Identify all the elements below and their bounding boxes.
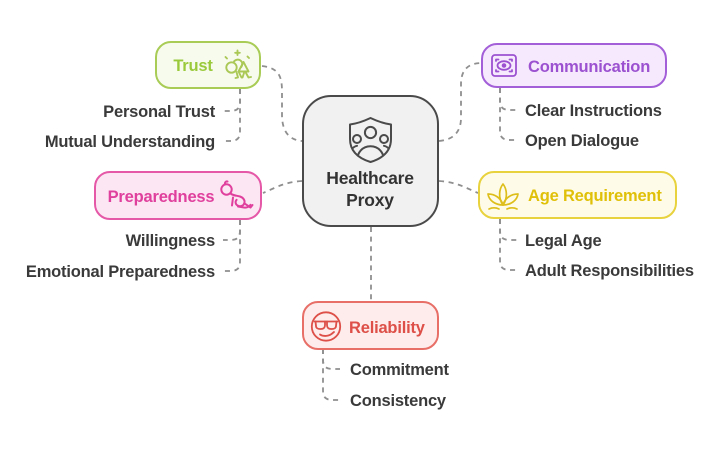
svg-text:Clear Instructions: Clear Instructions — [525, 102, 662, 120]
svg-text:Proxy: Proxy — [346, 190, 394, 210]
svg-text:Communication: Communication — [528, 58, 650, 76]
svg-text:Preparedness: Preparedness — [108, 188, 215, 206]
svg-text:Consistency: Consistency — [350, 392, 447, 410]
svg-text:Trust: Trust — [173, 57, 213, 75]
svg-text:Personal Trust: Personal Trust — [103, 103, 216, 121]
svg-text:Legal Age: Legal Age — [525, 232, 601, 250]
svg-text:Emotional Preparedness: Emotional Preparedness — [26, 263, 215, 281]
svg-text:Mutual Understanding: Mutual Understanding — [45, 133, 215, 151]
svg-text:Age Requirement: Age Requirement — [528, 187, 662, 205]
svg-text:Reliability: Reliability — [349, 319, 426, 337]
svg-text:Healthcare: Healthcare — [326, 168, 414, 188]
svg-text:Willingness: Willingness — [126, 232, 215, 250]
svg-text:Adult Responsibilities: Adult Responsibilities — [525, 262, 694, 280]
svg-text:Commitment: Commitment — [350, 361, 450, 379]
svg-text:Open Dialogue: Open Dialogue — [525, 132, 639, 150]
